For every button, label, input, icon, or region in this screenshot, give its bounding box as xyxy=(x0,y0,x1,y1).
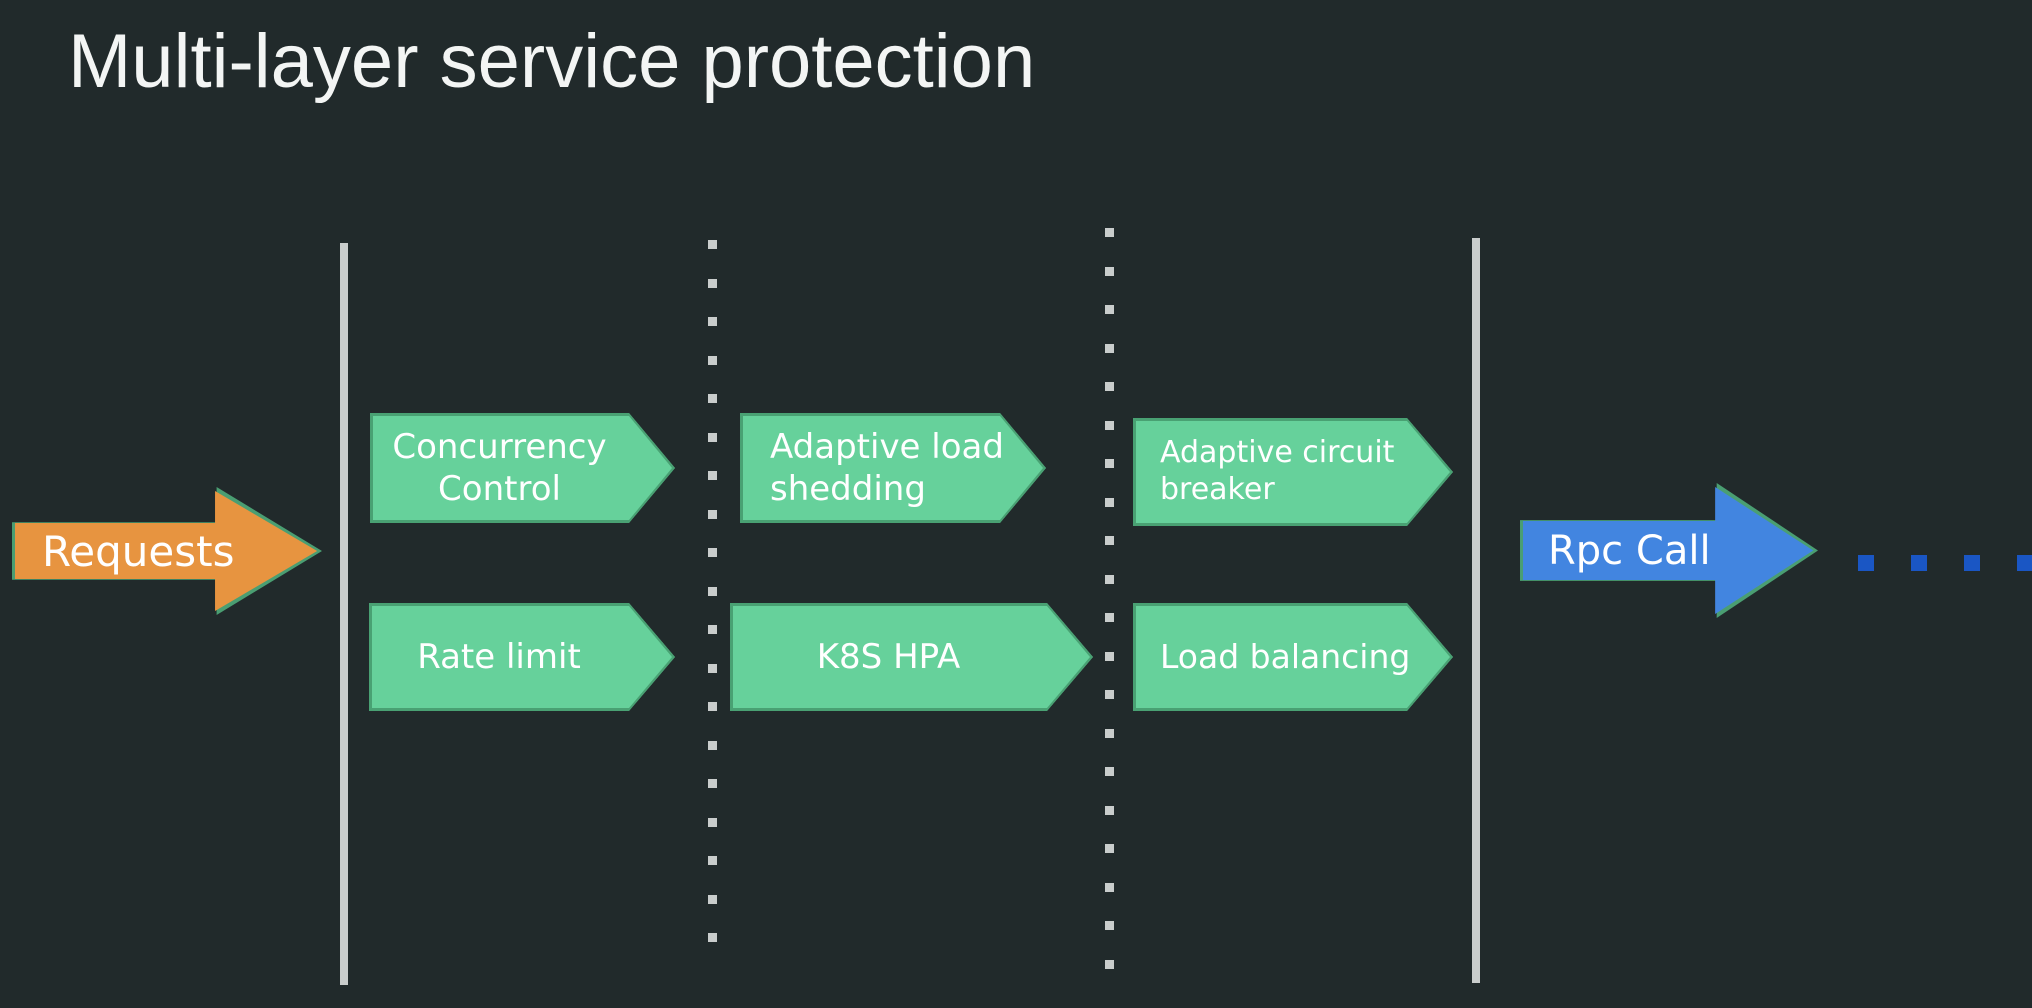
boundary-dot xyxy=(1105,459,1114,468)
page-title: Multi-layer service protection xyxy=(68,19,1036,104)
chip-label-adaptive-circuit-breaker: Adaptive circuit breaker xyxy=(1160,435,1395,507)
boundary-dot xyxy=(708,432,717,442)
boundary-line-left-solid xyxy=(340,243,348,985)
chip-rate-limit[interactable]: Rate limit xyxy=(369,603,675,711)
boundary-dot xyxy=(1105,305,1114,314)
trailing-dot xyxy=(1858,555,1874,571)
boundary-dot xyxy=(1105,959,1114,969)
chip-label-k8s-hpa: K8S HPA xyxy=(816,636,961,677)
chip-face xyxy=(733,606,1090,708)
boundary-dot xyxy=(708,278,717,288)
boundary-dot xyxy=(1105,343,1114,353)
boundary-dot xyxy=(708,856,717,865)
chip-face xyxy=(372,606,672,708)
boundary-dot xyxy=(708,355,717,365)
chip-adaptive-circuit-breaker[interactable]: Adaptive circuit breaker xyxy=(1133,418,1453,526)
chip-label-load-balancing: Load balancing xyxy=(1160,637,1411,677)
boundary-line-right-solid xyxy=(1472,238,1480,983)
boundary-dot xyxy=(708,817,717,827)
boundary-dot xyxy=(1105,882,1114,892)
boundary-dot xyxy=(1105,420,1114,430)
boundary-dot xyxy=(708,933,717,942)
requests-arrow[interactable]: Requests xyxy=(12,487,322,615)
boundary-dot xyxy=(1105,536,1114,545)
chip-adaptive-load-shedding[interactable]: Adaptive load shedding xyxy=(740,413,1046,523)
boundary-dot xyxy=(708,548,717,557)
boundary-dot xyxy=(708,625,717,634)
trailing-dot xyxy=(1964,555,1980,571)
boundary-line-dotted-2 xyxy=(1105,228,1114,969)
boundary-dot xyxy=(708,740,717,750)
chip-face xyxy=(1136,606,1450,708)
boundary-dot xyxy=(708,663,717,673)
trailing-dot xyxy=(1911,555,1927,571)
chip-label-rate-limit: Rate limit xyxy=(417,636,581,677)
chip-k8s-hpa[interactable]: K8S HPA xyxy=(730,603,1093,711)
chip-face xyxy=(1136,421,1450,523)
boundary-dot xyxy=(708,509,717,519)
chip-label-adaptive-load-shedding: Adaptive load shedding xyxy=(770,426,1004,509)
boundary-dot xyxy=(708,586,717,596)
requests-arrow-label: Requests xyxy=(42,526,235,576)
boundary-dot xyxy=(708,317,717,326)
boundary-dot xyxy=(1105,574,1114,584)
boundary-dot xyxy=(1105,497,1114,507)
boundary-line-dotted-1 xyxy=(708,240,717,965)
boundary-dot xyxy=(1105,805,1114,815)
boundary-dot xyxy=(1105,651,1114,661)
rpc-call-arrow-label: Rpc Call xyxy=(1548,527,1711,574)
chip-label-concurrency-control: Concurrency Control xyxy=(392,426,607,509)
boundary-dot xyxy=(1105,382,1114,391)
boundary-dot xyxy=(1105,728,1114,738)
chip-face xyxy=(743,416,1043,520)
trailing-dot xyxy=(2017,555,2032,571)
boundary-dot xyxy=(1105,690,1114,699)
rpc-call-arrow[interactable]: Rpc Call xyxy=(1520,483,1818,618)
boundary-dot xyxy=(1105,228,1114,237)
chip-load-balancing[interactable]: Load balancing xyxy=(1133,603,1453,711)
boundary-dot xyxy=(1105,613,1114,622)
boundary-dot xyxy=(708,779,717,788)
boundary-dot xyxy=(708,894,717,904)
boundary-dot xyxy=(1105,844,1114,853)
boundary-dot xyxy=(708,471,717,480)
chip-concurrency-control[interactable]: Concurrency Control xyxy=(370,413,675,523)
boundary-dot xyxy=(1105,921,1114,930)
boundary-dot xyxy=(708,240,717,249)
chip-face xyxy=(373,416,672,520)
boundary-dot xyxy=(708,702,717,711)
boundary-dot xyxy=(708,394,717,403)
boundary-dot xyxy=(1105,266,1114,276)
boundary-dot xyxy=(1105,767,1114,776)
